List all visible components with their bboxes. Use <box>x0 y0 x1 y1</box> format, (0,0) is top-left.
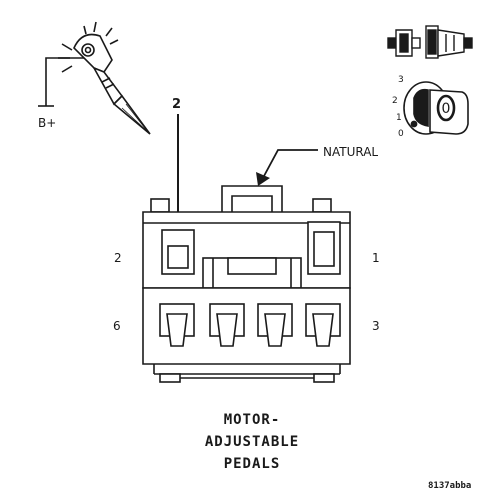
connector-disconnect-icon <box>387 25 473 59</box>
ignition-position-label: 0 <box>398 129 404 139</box>
pin-number-label: 2 <box>114 251 122 265</box>
ignition-position-label: 3 <box>398 75 404 85</box>
terminal-cavity-pin-3 <box>305 303 341 347</box>
ignition-position-label: 1 <box>396 113 402 123</box>
callout-pin-number: 2 <box>172 97 181 112</box>
connector-title-line: MOTOR- <box>224 412 281 428</box>
terminal-cavity-pin-5 <box>209 303 245 347</box>
test-light-icon <box>38 21 151 135</box>
pin-number-label: 3 <box>372 319 380 333</box>
pin-number-label: 6 <box>113 319 121 333</box>
pin-number-label: 1 <box>372 251 380 265</box>
battery-positive-label: B+ <box>38 116 56 130</box>
terminal-cavity-pin-6 <box>159 303 195 347</box>
terminal-cavity-pin-1 <box>307 221 341 275</box>
terminal-cavity-pin-2 <box>161 229 195 275</box>
connector-title-line: PEDALS <box>224 456 281 472</box>
connector-title-line: ADJUSTABLE <box>205 434 299 450</box>
ignition-position-label: 2 <box>392 96 398 106</box>
connector-color-label: NATURAL <box>323 145 378 159</box>
natural-leader-arrow <box>256 149 318 186</box>
connector-body <box>142 185 351 383</box>
ignition-key-position-label: 0 <box>442 101 451 117</box>
ignition-key-icon <box>403 81 469 135</box>
terminal-cavity-pin-4 <box>257 303 293 347</box>
figure-code: 8137abba <box>428 481 471 491</box>
